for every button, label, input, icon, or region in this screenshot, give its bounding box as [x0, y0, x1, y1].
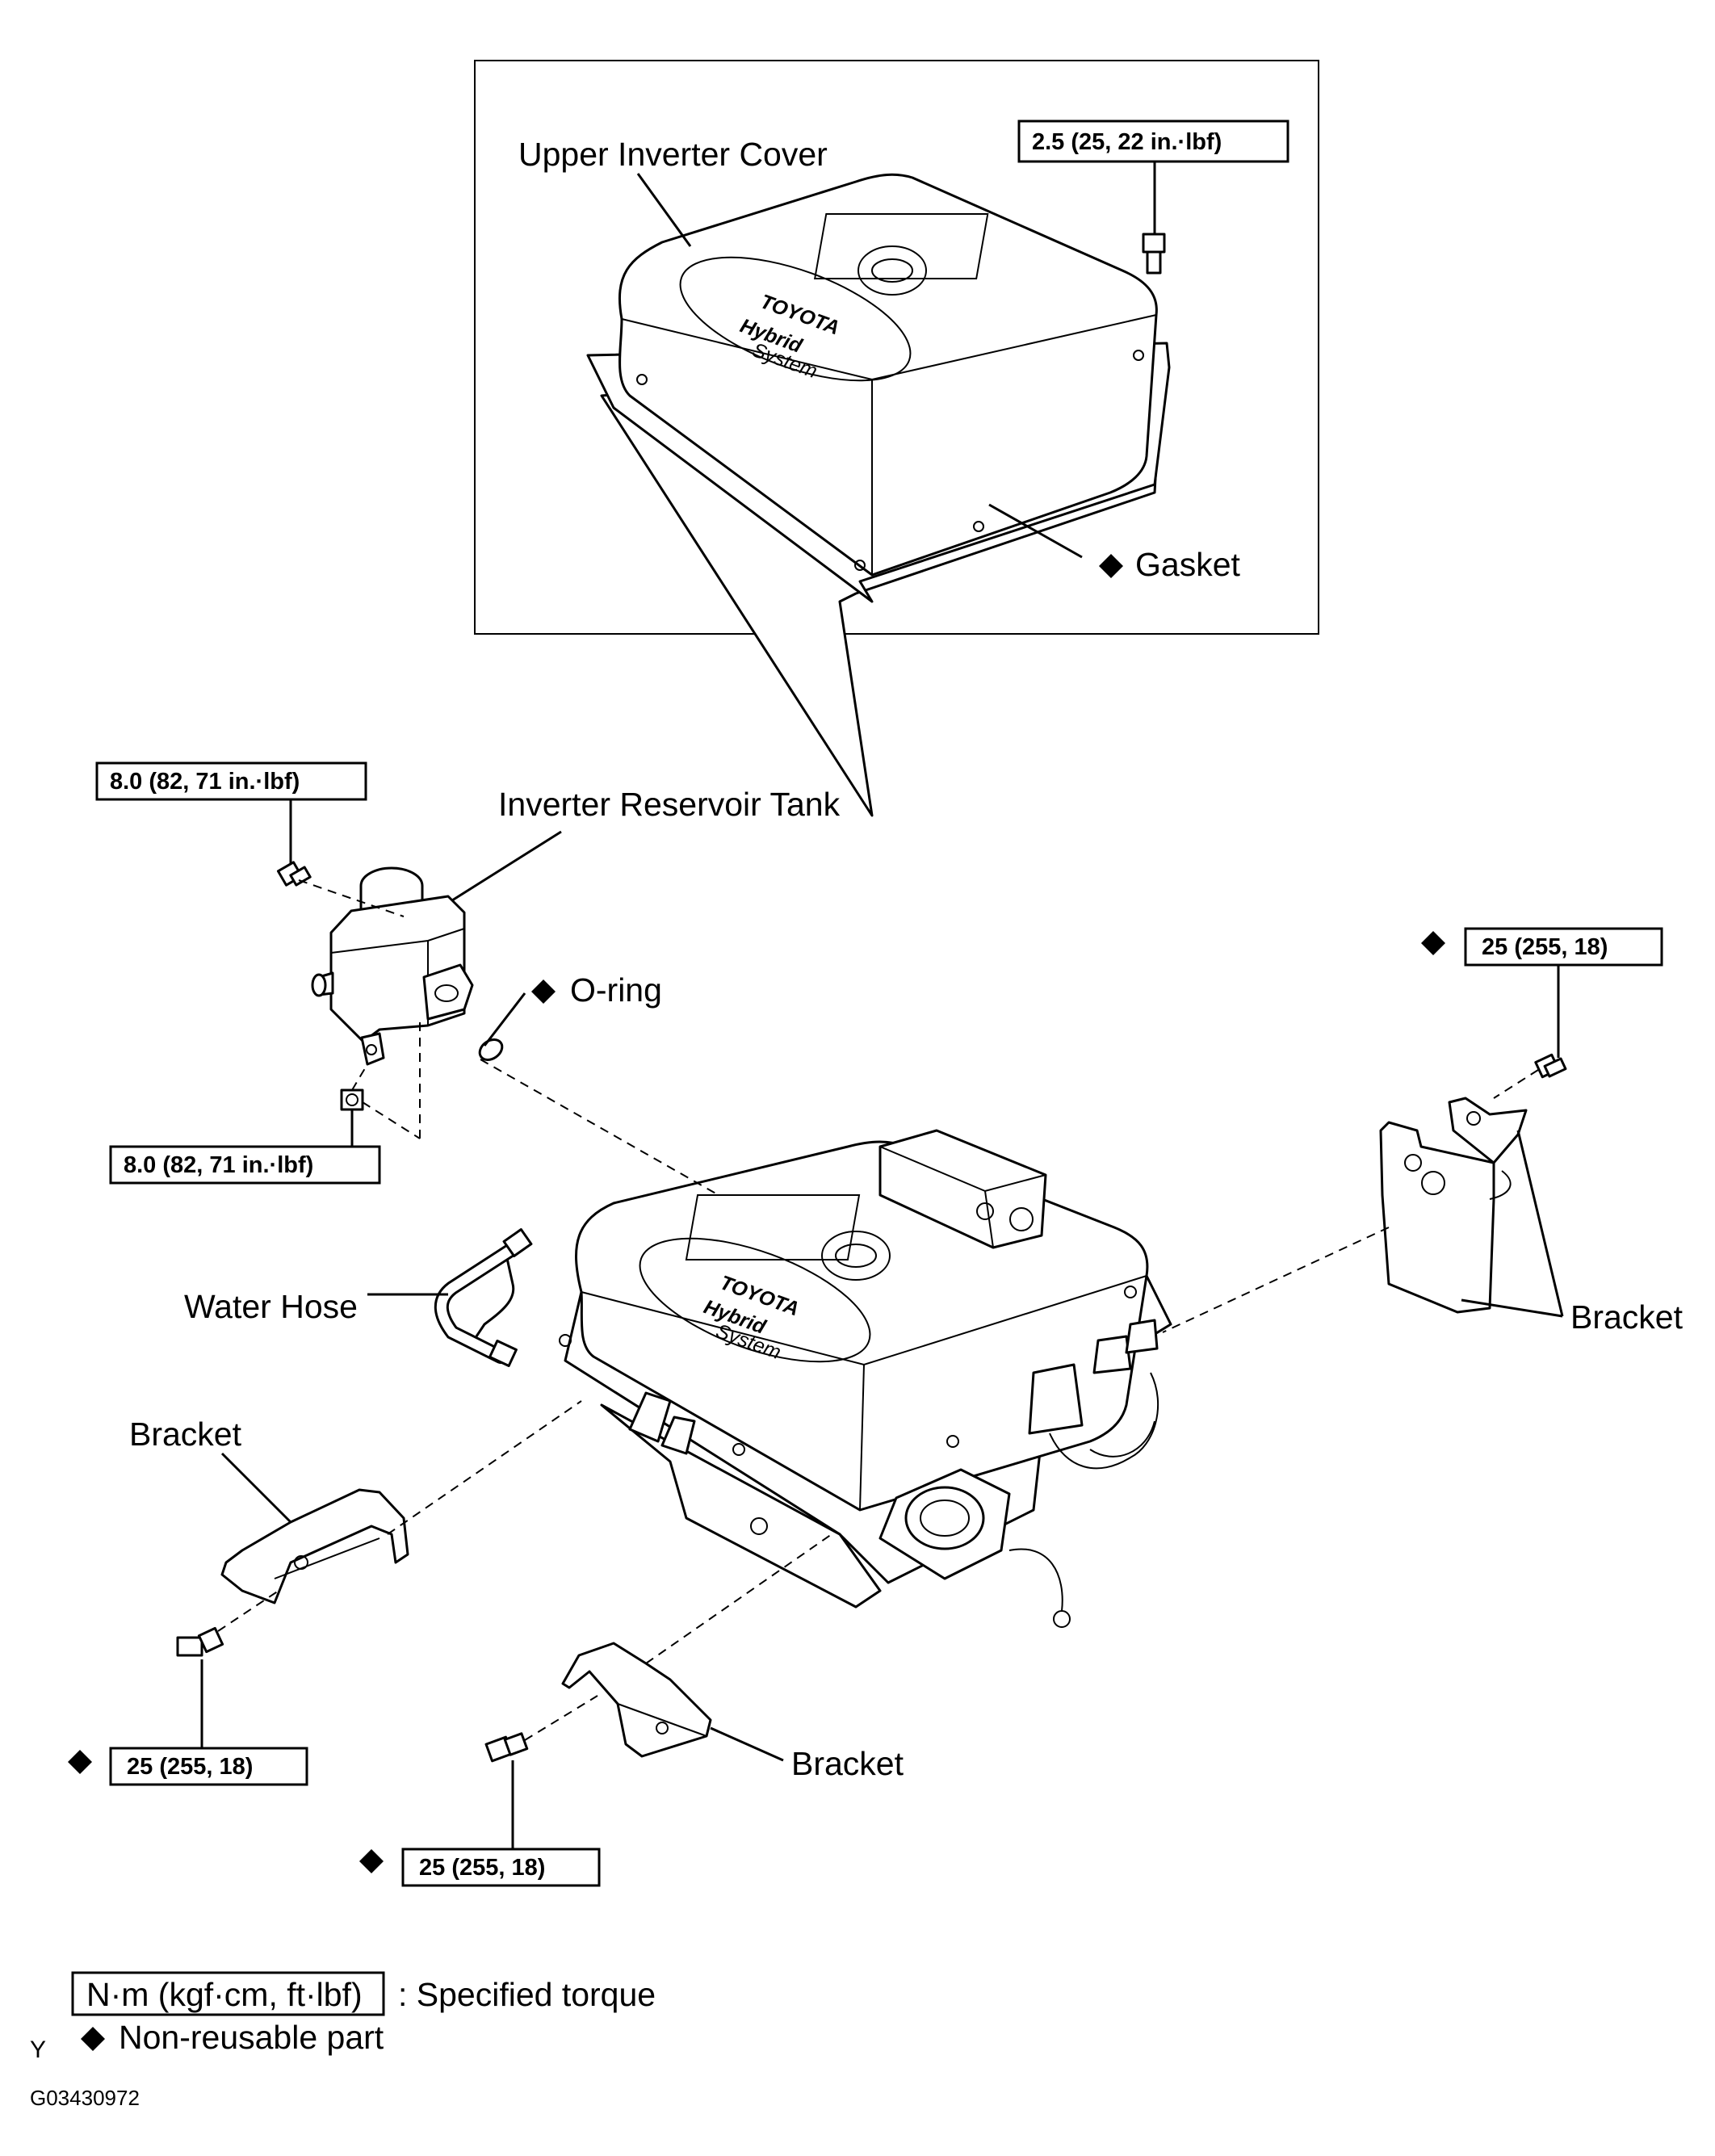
- diamond-icon: [1099, 554, 1123, 578]
- svg-text:8.0 (82, 71 in.·lbf): 8.0 (82, 71 in.·lbf): [110, 769, 300, 795]
- label-bracket-bottom: Bracket: [791, 1745, 904, 1782]
- inverter-reservoir-tank-illustration: [311, 866, 474, 1066]
- reservoir-nut: [340, 1088, 364, 1111]
- diamond-icon: [68, 1750, 92, 1774]
- label-bracket-left: Bracket: [129, 1416, 242, 1453]
- bracket-left-illustration: [220, 1488, 409, 1604]
- upper-inverter-cover-illustration: TOYOTA Hybrid System: [586, 173, 1171, 603]
- svg-text:25 (255, 18): 25 (255, 18): [127, 1754, 253, 1780]
- diamond-icon: [359, 1849, 384, 1873]
- corner-mark: Y: [30, 2036, 46, 2063]
- label-inverter-reservoir-tank: Inverter Reservoir Tank: [498, 786, 841, 823]
- bracket-bottom-illustration: [561, 1642, 712, 1758]
- bracket-bottom-bolt: [484, 1732, 529, 1763]
- torque-box-upper-cover: 2.5 (25, 22 in.·lbf): [1017, 120, 1289, 163]
- diamond-icon: [1421, 931, 1445, 955]
- inverter-assembly-illustration: TOYOTA Hybrid System: [559, 1129, 1172, 1628]
- bracket-right-bolt: [1534, 1053, 1567, 1079]
- torque-box-bracket-bottom: 25 (255, 18): [401, 1848, 601, 1887]
- svg-text:25 (255, 18): 25 (255, 18): [1482, 934, 1608, 960]
- torque-box-reservoir-bolt: 8.0 (82, 71 in.·lbf): [95, 761, 367, 801]
- diamond-icon: [531, 979, 556, 1004]
- svg-text:8.0 (82, 71 in.·lbf): 8.0 (82, 71 in.·lbf): [124, 1152, 313, 1178]
- legend-torque-desc: : Specified torque: [398, 1976, 656, 2013]
- label-upper-inverter-cover: Upper Inverter Cover: [518, 136, 828, 173]
- label-o-ring: O-ring: [570, 971, 662, 1009]
- legend: N·m (kgf·cm, ft·lbf) : Specified torque …: [71, 1971, 656, 2056]
- svg-text:25 (255, 18): 25 (255, 18): [419, 1855, 545, 1881]
- legend-nonreusable-desc: Non-reusable part: [119, 2019, 384, 2056]
- upper-cover-bolt: [1142, 233, 1166, 275]
- diamond-icon: [81, 2027, 105, 2051]
- label-gasket: Gasket: [1135, 546, 1240, 583]
- legend-torque-unit: N·m (kgf·cm, ft·lbf): [86, 1976, 363, 2013]
- figure-code: G03430972: [30, 2086, 140, 2110]
- label-bracket-right: Bracket: [1570, 1298, 1684, 1336]
- torque-box-bracket-right: 25 (255, 18): [1464, 927, 1663, 967]
- bracket-right-illustration: [1379, 1097, 1528, 1314]
- torque-box-bracket-left: 25 (255, 18): [109, 1747, 308, 1786]
- svg-text:2.5 (25, 22 in.·lbf): 2.5 (25, 22 in.·lbf): [1032, 129, 1222, 155]
- torque-box-reservoir-nut: 8.0 (82, 71 in.·lbf): [109, 1145, 381, 1185]
- water-hose-illustration: [434, 1228, 533, 1367]
- label-water-hose: Water Hose: [184, 1288, 358, 1325]
- upper-cover-inset-frame: [474, 60, 1319, 635]
- bracket-left-bolt: [176, 1626, 224, 1657]
